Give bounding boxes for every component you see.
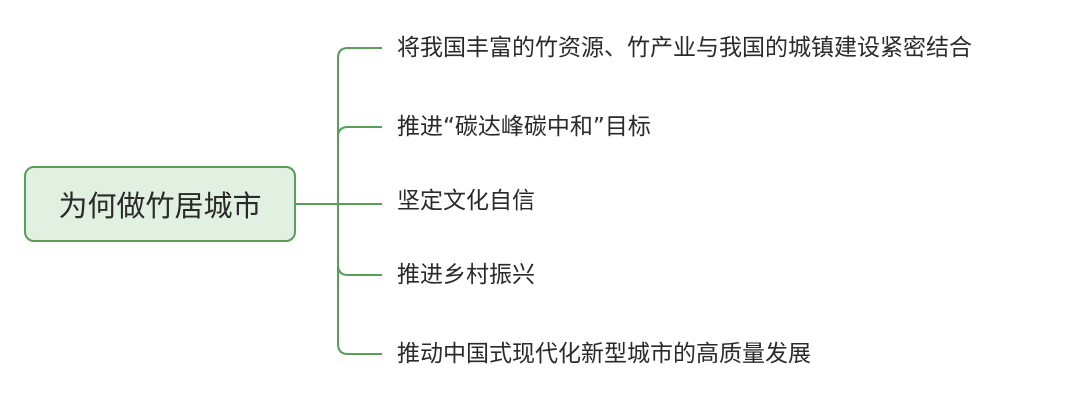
- branch-node-4[interactable]: 推进乡村振兴: [397, 258, 535, 292]
- branch-node-label: 推进“碳达峰碳中和”目标: [397, 114, 651, 140]
- connector-branch-5: [337, 204, 382, 355]
- branch-node-label: 推进乡村振兴: [397, 262, 535, 288]
- connector-branch-4: [337, 204, 382, 276]
- connector-branch-1: [337, 47, 382, 204]
- branch-node-label: 将我国丰富的竹资源、竹产业与我国的城镇建设紧密结合: [397, 35, 972, 61]
- branch-node-2[interactable]: 推进“碳达峰碳中和”目标: [397, 110, 651, 144]
- branch-node-5[interactable]: 推动中国式现代化新型城市的高质量发展: [397, 337, 811, 371]
- connector-branch-2: [337, 126, 382, 204]
- root-node[interactable]: 为何做竹居城市: [24, 166, 296, 242]
- root-node-label: 为何做竹居城市: [58, 189, 262, 223]
- branch-node-label: 推动中国式现代化新型城市的高质量发展: [397, 341, 811, 367]
- branch-node-1[interactable]: 将我国丰富的竹资源、竹产业与我国的城镇建设紧密结合: [397, 31, 972, 65]
- branch-node-label: 坚定文化自信: [397, 188, 535, 214]
- branch-node-3[interactable]: 坚定文化自信: [397, 184, 535, 218]
